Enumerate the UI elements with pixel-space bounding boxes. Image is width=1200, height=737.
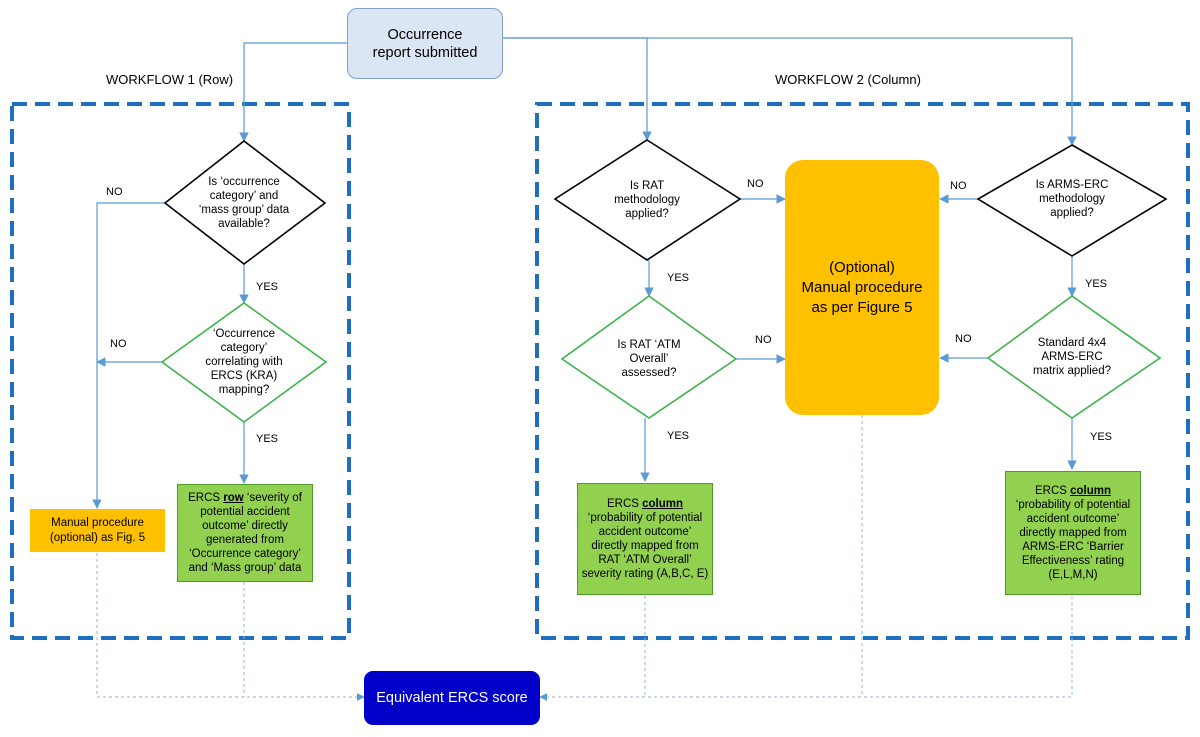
start-label: Occurrence report submitted [372,26,478,61]
ercs-col-rat-prefix: ERCS [606,498,639,510]
manual-center-line1: (Optional) [829,258,895,276]
decision-rat-applied [553,139,742,261]
edge-label-no: NO [106,186,123,198]
edge-label-yes: YES [667,272,690,284]
ercs-col-rat-rest: ‘probability of potential accident outco… [581,512,709,580]
ercs-col-arms-bold: column [1070,485,1112,497]
decision-arms-applied [976,144,1168,257]
edge-label-no: NO [110,338,127,350]
ercs-row-prefix: ERCS [188,492,221,504]
workflow2-title: WORKFLOW 2 (Column) [775,72,921,87]
edge-label-yes: YES [1090,431,1113,443]
edge-label-no: NO [755,334,772,346]
decision-rat-atm-overall-text: Is RAT ‘ATM Overall’ assessed? [617,339,681,379]
decision-arms-matrix [986,295,1162,419]
ercs-column-rat-text: ERCS column ‘probability of potential ac… [581,497,709,581]
decision-rat-atm-overall [560,295,738,419]
decision-category-mapping [160,302,328,423]
ercs-row-text: ERCS row ‘severity of potential accident… [181,491,309,575]
ercs-column-arms-box: ERCS column ‘probability of potential ac… [1005,471,1141,595]
decision-category-mapping-text: ‘Occurrence category’ correlating with E… [205,328,283,396]
edge-label-no: NO [747,178,764,190]
manual-center-line2: Manual procedure [801,278,923,296]
workflow2-frame [535,102,1190,640]
edge-label-yes: YES [667,430,690,442]
manual-procedure-center: (Optional) Manual procedure as per Figur… [785,160,939,415]
ercs-row-rest: ‘severity of potential accident outcome’… [188,492,302,574]
result-lines [96,415,1073,701]
workflow1-frame [10,102,351,640]
ercs-col-arms-prefix: ERCS [1034,485,1067,497]
decision-data-available [163,139,327,266]
ercs-row-bold: row [223,492,244,504]
result-node: Equivalent ERCS score [364,671,540,725]
edge-label-yes: YES [1085,278,1108,290]
result-label: Equivalent ERCS score [376,690,528,706]
edge-label-yes: YES [256,281,279,293]
manual-procedure-text: Manual procedure (optional) as Fig. 5 [49,516,146,544]
edge-label-no: NO [955,333,972,345]
decision-data-available-text: Is ‘occurrence category’ and ‘mass group… [198,176,290,230]
edge-label-yes: YES [256,433,279,445]
workflow1-title: WORKFLOW 1 (Row) [106,72,234,87]
ercs-col-arms-rest: ‘probability of potential accident outco… [1015,499,1131,581]
start-node: Occurrence report submitted [347,8,503,79]
manual-procedure-box: Manual procedure (optional) as Fig. 5 [30,509,165,552]
flow-lines [92,37,1077,509]
decision-arms-matrix-text: Standard 4x4 ARMS-ERC matrix applied? [1033,337,1111,377]
decision-rat-applied-text: Is RAT methodology applied? [614,180,680,220]
ercs-col-rat-bold: column [642,498,684,510]
ercs-row-box: ERCS row ‘severity of potential accident… [177,484,313,582]
ercs-column-rat-box: ERCS column ‘probability of potential ac… [577,483,713,595]
decision-arms-applied-text: Is ARMS-ERC methodology applied? [1035,179,1109,219]
manual-center-line3: as per Figure 5 [811,298,913,316]
ercs-column-arms-text: ERCS column ‘probability of potential ac… [1009,484,1137,582]
edge-label-no: NO [950,180,967,192]
